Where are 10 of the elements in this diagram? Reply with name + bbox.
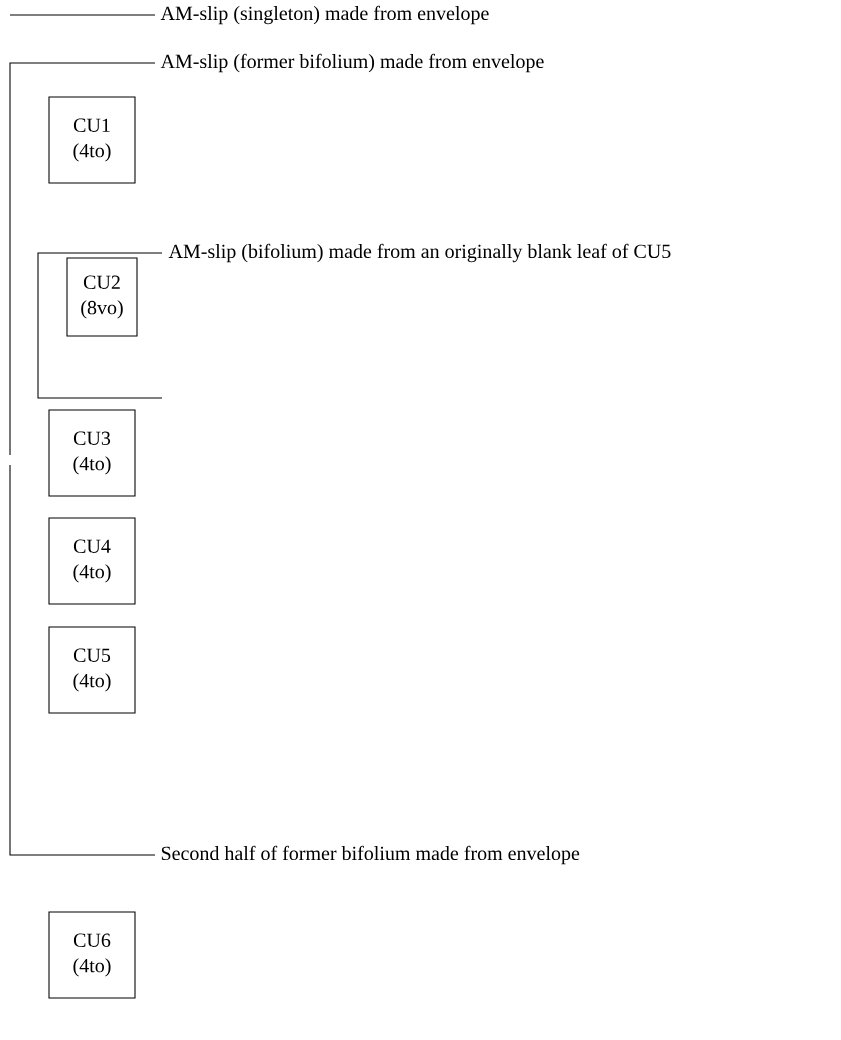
leaf-label: Second half of former bifolium made from envelope: [161, 845, 580, 865]
unit-box: CU1 (4to): [48, 96, 136, 184]
leaf-label: AM-slip (bifolium) made from an originally blank leaf of CU5: [168, 243, 671, 263]
leaf-label: AM-slip (former bifolium) made from envelope: [160, 53, 544, 73]
unit-box: CU2 (8vo): [66, 257, 138, 337]
leaf-label: AM-slip (singleton) made from envelope: [160, 5, 489, 25]
unit-box: CU4 (4to): [48, 517, 136, 605]
unit-box: CU3 (4to): [48, 409, 136, 497]
unit-box: CU6 (4to): [48, 911, 136, 999]
unit-box: CU5 (4to): [48, 626, 136, 714]
